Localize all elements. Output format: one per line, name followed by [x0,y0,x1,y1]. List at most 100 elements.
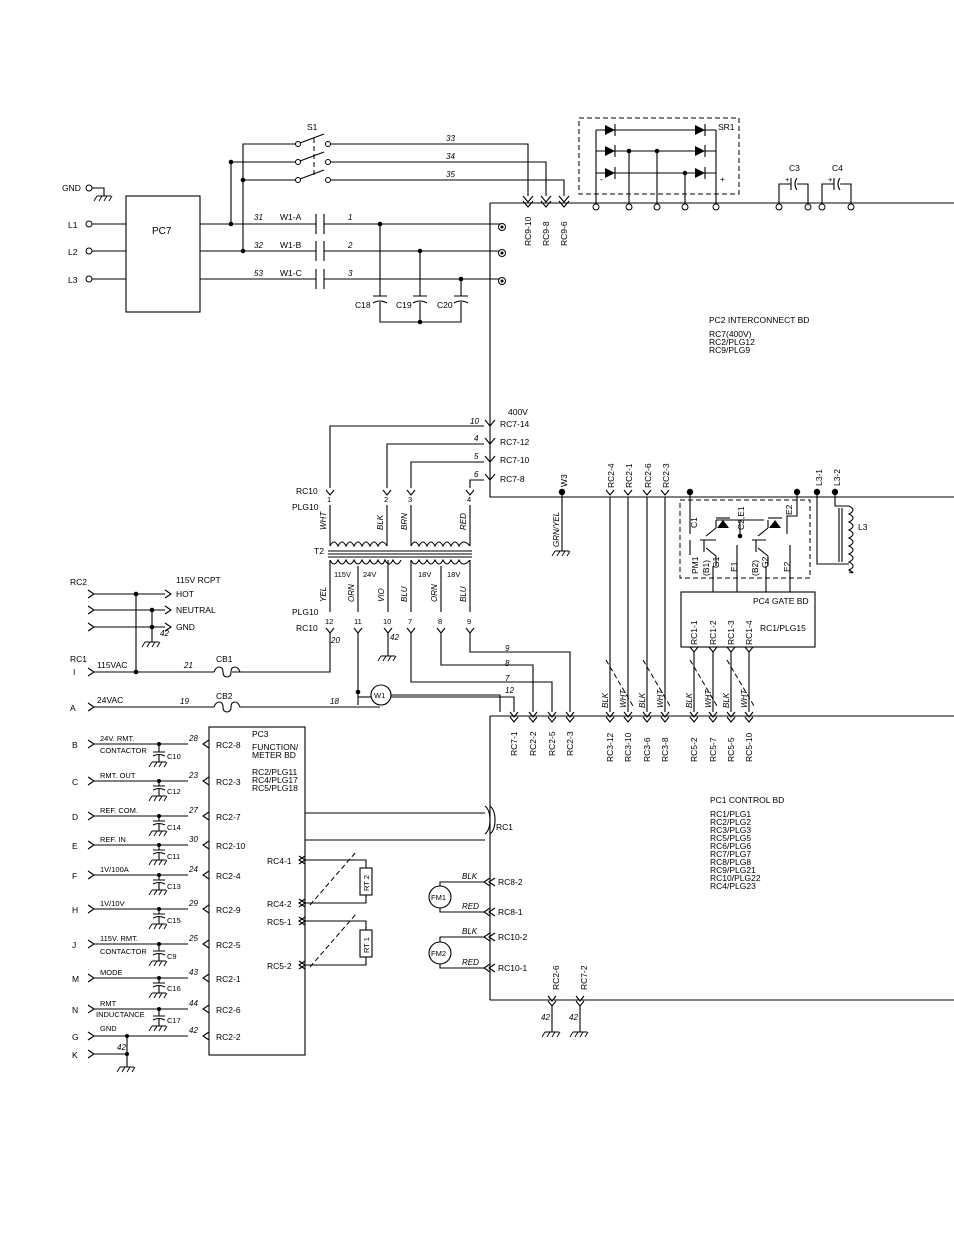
row-m-text: MODE [100,968,123,977]
rc3-10-plug: RC3-10 [623,732,633,762]
pc3-row: N RMT INDUCTANCE C17 44 RC2-6 [72,999,241,1032]
plug-rc2-7: RC2-7 [216,812,241,822]
rc1-4-pin: RC1-4 [744,620,754,645]
rc1-3-pin: RC1-3 [726,620,736,645]
pc1-line: RC5/PLG5 [710,833,751,843]
pm1-label: PM1 [690,556,700,574]
wire-2: 2 [347,241,353,250]
wire-8: 8 [505,659,510,668]
rc2-2-plug: RC2-2 [528,731,538,756]
pin-9: 9 [467,617,471,626]
row-c-text: RMT. OUT [100,771,136,780]
c20-label: C20 [437,300,453,310]
contactor-w1-c: W1-C [280,268,302,278]
l3-terminal-label: L3 [68,275,78,285]
sr1-plus: + [720,174,725,184]
rc10-1-label: RC10-1 [498,963,528,973]
rc1-cable-label: RC1 [496,822,513,832]
term-e: E [72,841,78,851]
plug-rc2-10: RC2-10 [216,841,246,851]
bottom-bus: RC2-6 RC7-2 42 42 [490,965,954,1038]
pm1-e2: E2 [784,504,794,515]
sec-orn: ORN [347,584,356,602]
pc3-row: D REF. COM. C14 27 RC2-7 [72,806,241,837]
sr1-label: SR1 [718,122,735,132]
pc1-title: PC1 CONTROL BD [710,795,784,805]
contactor-w1-a: W1-A [280,212,302,222]
rc5-10-plug: RC5-10 [744,732,754,762]
rc7-12-label: RC7-12 [500,437,530,447]
term-k: K [72,1050,78,1060]
sec-blu: BLU [400,586,409,602]
term-n: N [72,1005,78,1015]
pc4-plug: RC1/PLG15 [760,623,806,633]
wire-18: 18 [330,697,339,706]
rc2-4-plug: RC2-4 [606,463,616,488]
sec-18v-a: 18V [418,570,431,579]
pri-brn: BRN [400,513,409,530]
pc1-line: RC8/PLG8 [710,857,751,867]
row-j-text: 115V. RMT. [100,934,138,943]
wire-3: 3 [348,269,353,278]
rc5-7-plug: RC5-7 [708,737,718,762]
w3-ground: W3 GRN/YEL [551,474,571,557]
rc1-2-pin: RC1-2 [708,620,718,645]
l3-label: L3 [858,522,868,532]
s1-label: S1 [307,122,318,132]
sec-yel: YEL [319,587,328,602]
fm1-label: FM1 [431,893,446,902]
wire-24: 24 [188,865,198,874]
pc3-row: C RMT. OUT C12 23 RC2-3 [72,771,241,802]
cap-c15: C15 [167,916,181,925]
ground-icon [148,761,168,768]
l1-terminal [85,220,93,228]
c4-plus: + [828,175,833,184]
t2-secondary-wiring: 115V 24V 18V 18V YEL ORN VIO BLU ORN BLU… [232,558,571,712]
pin-7: 7 [408,617,412,626]
thermistors: RC4-1 RC4-2 RC5-1 RC5-2 RT 2 RT 1 [267,851,373,971]
pc3-line: RC5/PLG18 [252,783,298,793]
t2-primary-wiring: 400V RC7-14 RC7-12 RC7-10 RC7-8 10 4 5 6… [292,407,954,548]
pc1-line: RC6/PLG6 [710,841,751,851]
plug-rc2-1: RC2-1 [216,974,241,984]
wire-1: 1 [348,213,352,222]
pm1-e2b: E2 [782,561,792,572]
row-f-text: 1V/100A [100,865,129,874]
rt2-label: RT 2 [362,875,371,891]
term-f: F [72,871,77,881]
pc3-row: M MODE C16 43 RC2-1 [72,968,241,999]
pin-10: 10 [383,617,391,626]
wire-34: 34 [446,152,455,161]
input-section: GND L1 L2 L3 PC7 31 32 53 W1-A W1-B W1-C… [62,122,954,420]
pri-wht: WHT [319,511,328,530]
pm1-e1: E1 [729,561,739,572]
rc9-8-plug: RC9-8 [541,221,551,246]
pc3-row: J 115V. RMT. CONTACTOR C9 25 RC2-5 [72,934,241,967]
c18-label: C18 [355,300,371,310]
row-j-sub: CONTACTOR [100,947,147,956]
fm1-red: RED [462,902,479,911]
rc1-1-pin: RC1-1 [689,620,699,645]
wire-4: 4 [474,434,479,443]
pin-4: 4 [467,495,471,504]
twist-color: BLK [685,692,694,708]
wire-27: 27 [188,806,198,815]
rc2-6-plug: RC2-6 [643,463,653,488]
rcpt-neutral: NEUTRAL [176,605,216,615]
plug-rc2-4: RC2-4 [216,871,241,881]
l3-2-tap: L3-2 [832,469,842,486]
rc4-2-label: RC4-2 [267,899,292,909]
t2-core: T2 [314,546,472,558]
pc7-board [125,195,201,313]
v24ac-label: 24VAC [97,695,123,705]
pm1-c1: C1 [689,517,699,528]
rc2-6-bottom: RC2-6 [551,965,561,990]
rc3-12-plug: RC3-12 [605,732,615,762]
gnd-42-t2: 42 [390,633,399,642]
wire-9: 9 [505,644,510,653]
rc1-i-label: I [73,667,75,677]
rc2-3-plug: RC2-3 [661,463,671,488]
pm1-c2e1: C2,E1 [736,506,746,530]
wire-35: 35 [446,170,455,179]
wire-19: 19 [180,697,189,706]
